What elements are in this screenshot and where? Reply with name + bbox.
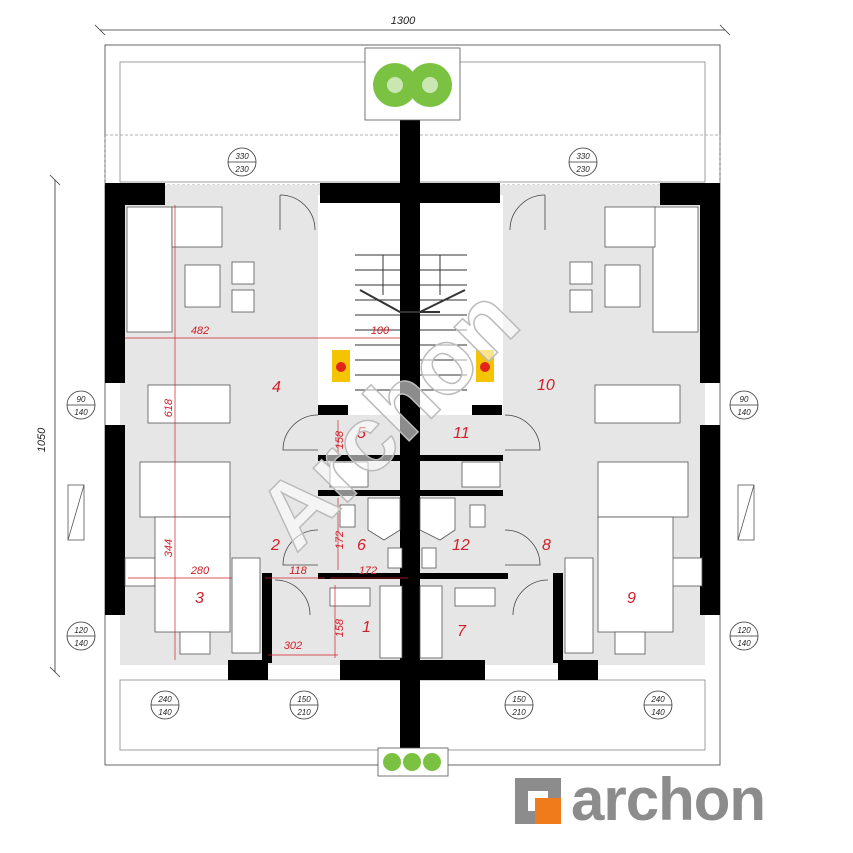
- room-number: 7: [457, 623, 467, 640]
- wall: [320, 183, 500, 203]
- dimension-label: 344: [163, 539, 175, 557]
- dimension-label: 158: [334, 618, 346, 637]
- window-tag-height: 140: [737, 639, 751, 648]
- door-tag-width: 150: [297, 695, 311, 704]
- room-number: 1: [362, 619, 371, 636]
- wall: [700, 183, 720, 383]
- door-tag-height: 210: [296, 708, 311, 717]
- wall: [340, 660, 485, 680]
- wall: [415, 490, 503, 496]
- window-tag-width: 240: [650, 695, 665, 704]
- wall: [318, 573, 508, 579]
- room-number: 4: [272, 379, 281, 396]
- plant-icon: [364, 47, 461, 121]
- brand-logo: archon: [515, 768, 825, 832]
- dimension-label: 118: [289, 565, 307, 577]
- room-number: 8: [542, 537, 551, 554]
- door-tag-height: 210: [511, 708, 526, 717]
- window-tag-width: 120: [737, 626, 751, 635]
- room-number: 5: [357, 425, 366, 442]
- fireplace-icon: [476, 350, 494, 382]
- bathroom-fixtures: [329, 461, 501, 659]
- staircase: [355, 254, 467, 391]
- window-tag-height: 230: [234, 165, 249, 174]
- wall: [105, 183, 125, 383]
- side-windows: [67, 484, 755, 541]
- overall-width-label: 1300: [391, 15, 416, 27]
- window-tag-width: 90: [77, 395, 86, 404]
- archon-logo-icon: [515, 778, 561, 824]
- window-tag-height: 140: [74, 408, 88, 417]
- door-tag-width: 150: [512, 695, 526, 704]
- overall-depth-label: 1050: [36, 427, 48, 452]
- room-number: 10: [537, 377, 555, 394]
- wall: [415, 455, 503, 461]
- window-tag-height: 140: [158, 708, 172, 717]
- wall: [105, 425, 125, 615]
- dimension-label: 158: [334, 430, 346, 449]
- dimension-label: 280: [190, 565, 210, 577]
- window-tag-width: 330: [235, 152, 249, 161]
- dimension-lines: [49, 24, 731, 678]
- dimension-label: 482: [191, 325, 209, 337]
- fireplace-icon: [332, 350, 350, 382]
- doors: [274, 194, 549, 616]
- window-tags: [66, 147, 759, 720]
- furniture-right: [564, 206, 703, 655]
- furniture-left: [124, 206, 261, 655]
- window-tag-height: 140: [74, 639, 88, 648]
- wall: [472, 405, 502, 415]
- wall: [228, 660, 268, 680]
- room-number: 11: [453, 425, 470, 442]
- brand-name: archon: [571, 766, 766, 833]
- wall: [318, 405, 348, 415]
- room-number: 2: [270, 537, 280, 554]
- window-tag-width: 90: [740, 395, 749, 404]
- wall: [262, 573, 272, 663]
- wall: [558, 660, 598, 680]
- room-number: 6: [357, 537, 366, 554]
- wall: [700, 425, 720, 615]
- window-tag-height: 230: [575, 165, 590, 174]
- room-number: 9: [627, 590, 636, 607]
- dimension-label: 172: [334, 531, 346, 549]
- plant-icon: [377, 747, 449, 777]
- dimension-label: 302: [284, 640, 302, 652]
- window-tag-height: 140: [651, 708, 665, 717]
- party-wall: [400, 120, 420, 760]
- wall: [318, 490, 408, 496]
- wall: [553, 573, 563, 663]
- window-tag-width: 330: [576, 152, 590, 161]
- room-number: 3: [195, 590, 204, 607]
- window-tag-width: 120: [74, 626, 88, 635]
- wall: [318, 455, 408, 461]
- room-number: 12: [452, 537, 470, 554]
- dimension-label: 172: [359, 565, 377, 577]
- window-tag-width: 240: [157, 695, 172, 704]
- inner-dimension-lines: [125, 205, 408, 660]
- dimension-label: 100: [371, 325, 390, 337]
- window-tag-height: 140: [737, 408, 751, 417]
- dimension-label: 618: [163, 398, 175, 417]
